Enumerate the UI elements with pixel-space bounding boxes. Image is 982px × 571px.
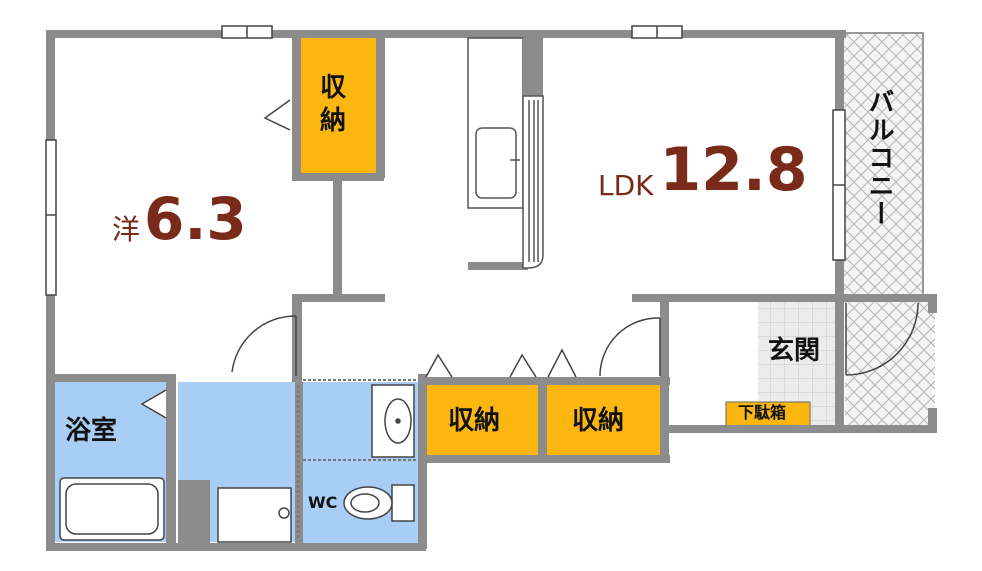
toilet	[343, 484, 415, 522]
bathtub	[59, 477, 165, 541]
western-room-prefix: 洋	[112, 213, 141, 246]
balcony-label: バルコニー	[864, 88, 894, 228]
washer-pan	[217, 487, 292, 543]
porch-area	[845, 298, 935, 428]
wc-label: WC	[308, 493, 338, 512]
bath-label: 浴室	[65, 416, 118, 446]
hall-closet-1-label: 収納	[448, 406, 501, 436]
western-room-size: 6.3	[144, 185, 247, 253]
ldk-prefix: LDK	[598, 169, 654, 202]
western-room-label: 洋6.3	[112, 190, 247, 248]
balcony-area	[842, 32, 924, 296]
ldk-size: 12.8	[659, 135, 808, 205]
entrance-label: 玄関	[768, 336, 821, 366]
kitchen-counter	[467, 37, 544, 269]
doors	[140, 99, 919, 419]
windows	[45, 25, 846, 296]
sliding-door-rails	[297, 379, 418, 540]
hall-closet-2-label: 収納	[572, 406, 625, 436]
western-closet	[300, 38, 378, 173]
hall-closet-1	[425, 385, 538, 455]
shoe-cabinet	[725, 401, 811, 427]
washbasin	[371, 384, 415, 458]
western-closet-label: 収 納	[320, 73, 347, 136]
hall-closet-2	[547, 385, 660, 455]
shoe-cabinet-label: 下駄箱	[738, 403, 787, 422]
